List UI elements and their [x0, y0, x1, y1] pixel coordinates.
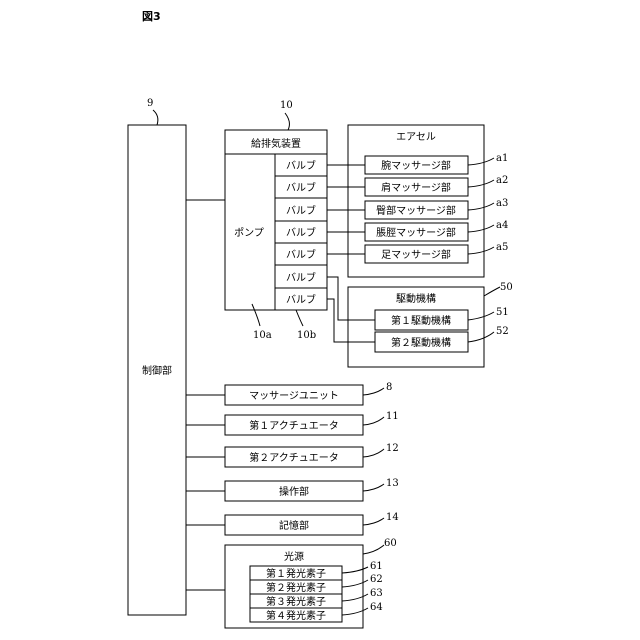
valve-leader — [296, 310, 303, 326]
air-cell-title: エアセル — [396, 131, 436, 143]
unit-ref: 14 — [386, 512, 399, 523]
unit-label: 記憶部 — [279, 519, 309, 532]
control-unit-leader — [153, 110, 158, 125]
air-cell-item-ref: a5 — [496, 242, 508, 253]
valve-label: バルブ — [286, 226, 316, 239]
valve-label: バルブ — [286, 293, 316, 306]
supply-exhaust-title: 給排気装置 — [251, 137, 301, 150]
air-cell-item-label: 肩マッサージ部 — [381, 181, 451, 194]
air-cell-item-label: 腕マッサージ部 — [381, 159, 451, 172]
unit-label: 第１アクチュエータ — [249, 419, 339, 432]
unit-ref: 12 — [386, 443, 399, 454]
unit-leader — [363, 388, 384, 395]
drive-item-ref: 51 — [496, 307, 509, 318]
unit-leader — [363, 518, 384, 525]
light-source-title: 光源 — [284, 550, 304, 563]
air-cell-item-label: 足マッサージ部 — [381, 248, 451, 261]
unit-label: 第２アクチュエータ — [249, 451, 339, 464]
drive-mechanism-title: 駆動機構 — [396, 292, 436, 305]
drive-item-label: 第１駆動機構 — [391, 314, 451, 327]
valve-label: バルブ — [286, 204, 316, 217]
air-cell-item-ref: a4 — [496, 220, 508, 231]
valve-label: バルブ — [286, 248, 316, 261]
drive-mechanism-leader — [484, 287, 500, 296]
drive-item-ref: 52 — [496, 326, 509, 337]
control-unit-ref: 9 — [147, 98, 153, 109]
unit-ref: 11 — [386, 411, 399, 422]
light-item-ref: 64 — [370, 602, 383, 613]
control-unit-label: 制御部 — [142, 364, 172, 377]
air-cell-item-label: 脹脛マッサージ部 — [376, 226, 456, 239]
light-item-label: 第３発光素子 — [266, 595, 326, 608]
light-item-label: 第４発光素子 — [266, 609, 326, 622]
air-cell-item-label: 臀部マッサージ部 — [376, 204, 456, 217]
light-item-ref: 63 — [370, 588, 383, 599]
light-item-ref: 62 — [370, 574, 383, 585]
light-item-ref: 61 — [370, 561, 383, 572]
unit-label: マッサージユニット — [249, 390, 339, 402]
supply-exhaust-ref: 10 — [280, 100, 293, 111]
air-cell-item-ref: a3 — [496, 198, 508, 209]
valve-ref: 10b — [297, 330, 316, 341]
light-item-label: 第１発光素子 — [266, 567, 326, 580]
drive-mechanism-ref: 50 — [500, 282, 513, 293]
supply-exhaust-leader — [285, 113, 289, 130]
valve-label: バルブ — [286, 159, 316, 172]
unit-leader — [363, 484, 384, 491]
valve-label: バルブ — [286, 181, 316, 194]
pump-ref: 10a — [253, 330, 272, 341]
air-cell-item-ref: a1 — [496, 153, 508, 164]
unit-ref: 8 — [386, 382, 392, 393]
figure-label: 図3 — [142, 9, 161, 23]
unit-ref: 13 — [386, 478, 399, 489]
air-cell-item-ref: a2 — [496, 175, 508, 186]
light-source-ref: 60 — [384, 538, 397, 549]
unit-leader — [363, 449, 384, 457]
pump-label: ポンプ — [234, 227, 264, 239]
unit-leader — [363, 417, 384, 425]
drive-item-label: 第２駆動機構 — [391, 336, 451, 349]
light-source-leader — [363, 545, 384, 554]
light-item-label: 第２発光素子 — [266, 581, 326, 594]
valve-label: バルブ — [286, 271, 316, 284]
unit-label: 操作部 — [279, 485, 309, 498]
